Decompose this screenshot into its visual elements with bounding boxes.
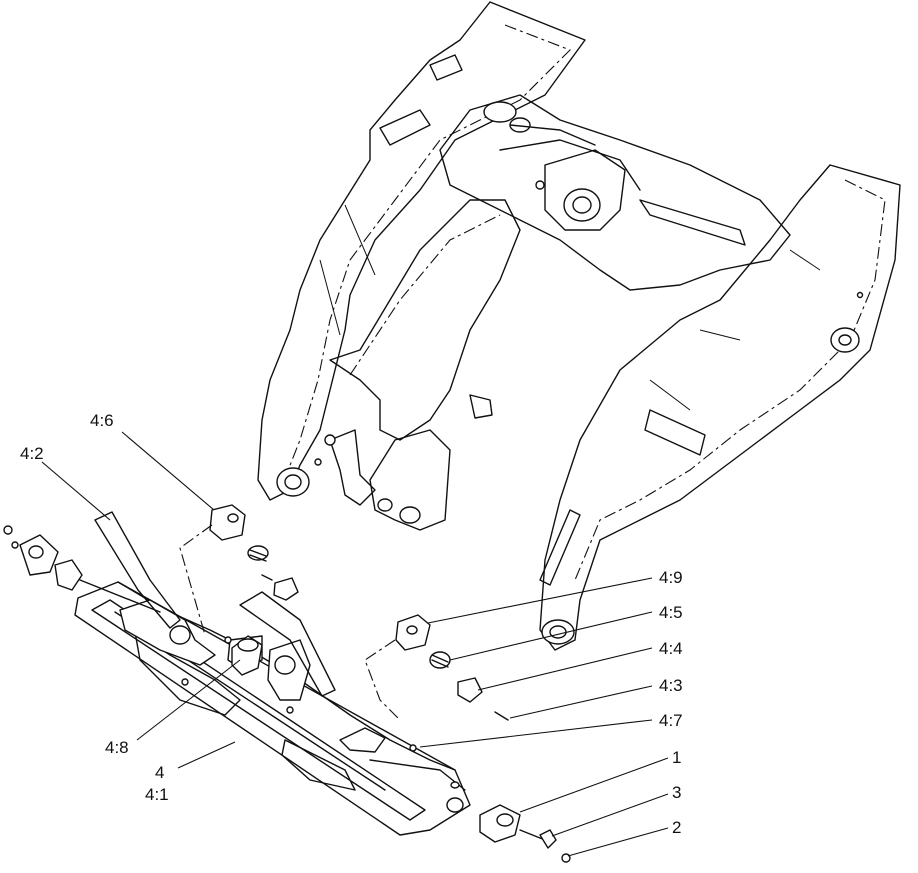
callout-4-6: 4:6 [90, 411, 114, 430]
handle-part [94, 511, 181, 629]
pin-fasteners [479, 804, 571, 863]
right-latch-group [364, 614, 509, 752]
callout-4-5: 4:5 [659, 603, 683, 622]
bushing [224, 635, 263, 676]
callout-4: 4 [155, 763, 164, 782]
callout-4-9: 4:9 [659, 568, 683, 587]
callout-labels: 4:6 4:2 4:9 4:5 4:4 4:3 4:7 4:8 4 4:1 1 … [20, 411, 683, 837]
callout-4-2: 4:2 [20, 444, 44, 463]
callout-2: 2 [672, 818, 681, 837]
leader-lines [41, 431, 669, 857]
callout-4-4: 4:4 [659, 639, 683, 658]
callout-1: 1 [672, 748, 681, 767]
callout-3: 3 [672, 783, 681, 802]
loader-arm-assembly [257, 1, 901, 651]
callout-4-1: 4:1 [145, 785, 169, 804]
callout-4-3: 4:3 [659, 676, 683, 695]
handle-part-grip [239, 591, 336, 697]
upper-latch-group [179, 504, 299, 636]
attachment-beam [74, 581, 471, 836]
callout-4-8: 4:8 [105, 738, 129, 757]
left-linkage-hardware [3, 525, 161, 613]
callout-4-7: 4:7 [659, 711, 683, 730]
